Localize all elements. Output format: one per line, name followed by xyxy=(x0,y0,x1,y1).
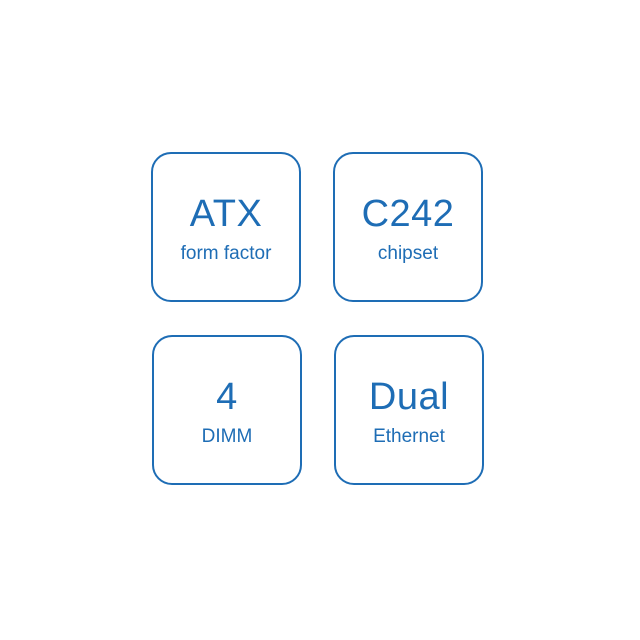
spec-value: ATX xyxy=(189,193,263,235)
spec-label: form factor xyxy=(180,243,272,264)
spec-tile-chipset: C242 chipset xyxy=(333,152,483,302)
spec-value: Dual xyxy=(368,376,450,418)
spec-label: DIMM xyxy=(201,426,253,447)
spec-value: C242 xyxy=(361,193,455,235)
spec-label: chipset xyxy=(377,243,439,264)
spec-tile-form-factor: ATX form factor xyxy=(151,152,301,302)
spec-tile-ethernet: Dual Ethernet xyxy=(334,335,484,485)
spec-label: Ethernet xyxy=(373,426,445,447)
spec-value: 4 xyxy=(216,376,238,418)
spec-tile-dimm: 4 DIMM xyxy=(152,335,302,485)
